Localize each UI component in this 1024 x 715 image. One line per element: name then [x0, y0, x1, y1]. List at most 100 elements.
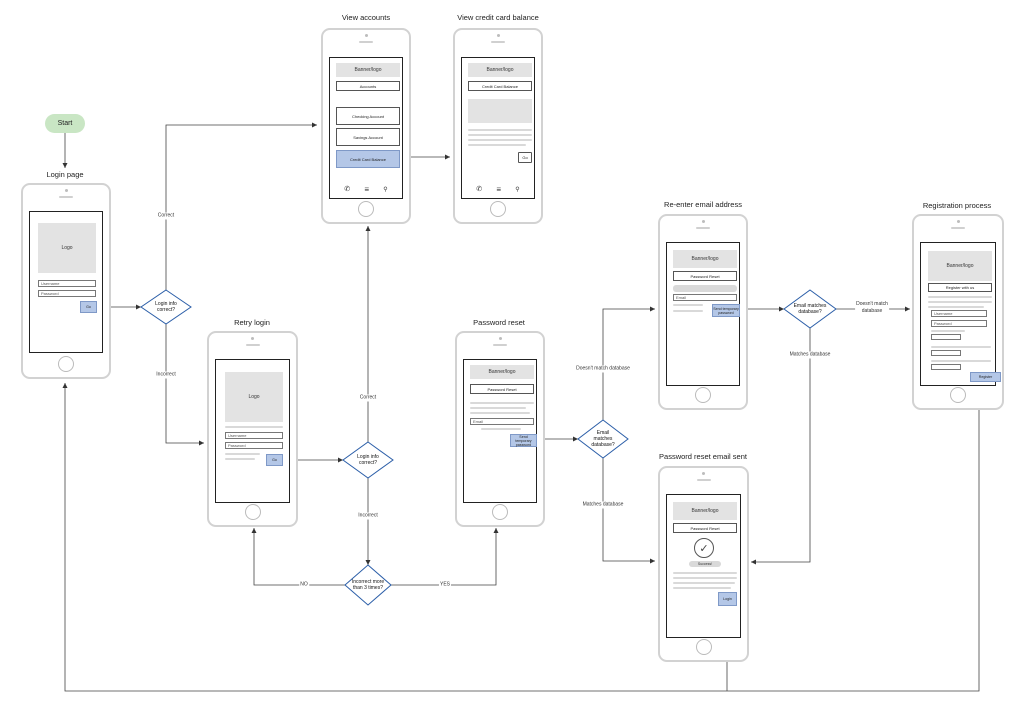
edge-d1-correct	[165, 122, 317, 290]
text-line	[468, 129, 532, 131]
title-reenter-email: Re-enter email address	[664, 200, 742, 209]
text-line	[468, 139, 532, 141]
go-button[interactable]: Go	[80, 301, 97, 313]
pwreset-title: Password Reset	[470, 384, 534, 394]
edge-d4-match	[602, 458, 655, 564]
email-field[interactable]: Email	[673, 294, 737, 301]
location-pin-icon[interactable]: ⚲	[515, 186, 520, 193]
screen-pwsent: Banner/logo Password Reset ✓ Success! Lo…	[666, 494, 741, 638]
text-line	[931, 360, 991, 362]
text-line	[673, 572, 737, 574]
text-line	[673, 582, 735, 584]
label-doesnt-match-1: Doesn't match database	[575, 365, 631, 373]
username-field[interactable]: Username	[38, 280, 96, 287]
label-matches-2: Matches database	[788, 351, 832, 359]
title-registration: Registration process	[922, 201, 992, 210]
banner-logo: Banner/logo	[336, 63, 400, 77]
text-line	[673, 587, 731, 589]
text-line	[470, 412, 530, 414]
credit-card-balance-item[interactable]: Credit Card Balance	[336, 150, 400, 168]
error-message-pill	[673, 285, 737, 292]
text-line	[225, 453, 260, 455]
password-field[interactable]: Password	[931, 320, 987, 327]
go-button[interactable]: Go	[266, 454, 283, 466]
checking-account-item[interactable]: Checking Account	[336, 107, 400, 125]
register-title: Register with us	[928, 283, 992, 292]
phone-pw-reset-sent: Banner/logo Password Reset ✓ Success! Lo…	[658, 466, 749, 662]
extra-field-3[interactable]	[931, 364, 961, 370]
title-password-reset: Password reset	[473, 318, 525, 327]
savings-account-item[interactable]: Savings Account	[336, 128, 400, 146]
screen-accounts: Banner/logo Accounts Checking Account Sa…	[329, 57, 403, 199]
text-line	[673, 310, 703, 312]
screen-login: Logo Username Password Go	[29, 211, 103, 353]
accounts-title: Accounts	[336, 81, 400, 91]
email-field[interactable]: Email	[470, 418, 534, 425]
text-line	[928, 306, 984, 308]
edge-d3-no	[251, 528, 345, 586]
label-yes: YES	[438, 581, 452, 589]
start-node: Start	[45, 114, 85, 133]
edge-d4-nomatch	[602, 306, 655, 420]
pwreset-title: Password Reset	[673, 523, 737, 533]
phone-view-cc: Banner/logo Credit Card Balance Go ✆ ≡ ⚲	[453, 28, 543, 224]
phone-icon[interactable]: ✆	[344, 186, 351, 193]
register-button[interactable]: Register	[970, 372, 1001, 382]
edge-register-login	[62, 380, 980, 692]
password-field[interactable]: Password	[225, 442, 283, 449]
logo-placeholder: Logo	[225, 372, 283, 422]
cc-title: Credit Card Balance	[468, 81, 532, 91]
title-login-page: Login page	[46, 170, 84, 179]
success-badge: Success!	[689, 561, 721, 567]
screen-retry: Logo Username Password Go	[215, 359, 290, 503]
banner-logo: Banner/logo	[673, 502, 737, 520]
title-retry-login: Retry login	[234, 318, 270, 327]
bottom-nav: ✆ ≡ ⚲	[330, 184, 402, 194]
text-line	[481, 428, 521, 430]
decision-d5-shape	[783, 289, 837, 329]
phone-view-accounts: Banner/logo Accounts Checking Account Sa…	[321, 28, 411, 224]
text-line	[673, 304, 703, 306]
decision-d3-shape	[344, 564, 392, 606]
decision-email-matches-2: Email matches database?	[793, 303, 827, 315]
pwreset-title: Password Reset	[673, 271, 737, 281]
checkmark-icon: ✓	[694, 538, 714, 558]
text-line	[225, 458, 255, 460]
banner-logo: Banner/logo	[468, 63, 532, 77]
phone-registration: Banner/logo Register with us Username Pa…	[912, 214, 1004, 410]
banner-logo: Banner/logo	[470, 365, 534, 379]
extra-field-1[interactable]	[931, 334, 961, 340]
go-button[interactable]: Go	[518, 152, 532, 163]
screen-reenter: Banner/logo Password Reset Email Send te…	[666, 242, 740, 386]
username-field[interactable]: Username	[931, 310, 987, 317]
decision-d4-shape	[577, 419, 629, 459]
location-pin-icon[interactable]: ⚲	[383, 186, 388, 193]
cc-chart-placeholder	[468, 99, 532, 123]
phone-icon[interactable]: ✆	[476, 186, 483, 193]
text-line	[468, 134, 532, 136]
banner-logo: Banner/logo	[928, 251, 992, 281]
bottom-nav: ✆ ≡ ⚲	[462, 184, 534, 194]
decision-incorrect-3-times: Incorrect more than 3 times?	[351, 579, 385, 591]
menu-icon[interactable]: ≡	[496, 184, 502, 194]
menu-icon[interactable]: ≡	[364, 184, 370, 194]
label-incorrect-1: Incorrect	[155, 371, 177, 379]
label-incorrect-2: Incorrect	[357, 512, 379, 520]
label-matches-1: Matches database	[581, 501, 625, 509]
send-temp-password-button[interactable]: Send temporary password	[510, 434, 537, 447]
text-line	[470, 407, 526, 409]
title-view-accounts: View accounts	[341, 13, 391, 22]
phone-reenter-email: Banner/logo Password Reset Email Send te…	[658, 214, 748, 410]
label-correct-2: Correct	[358, 394, 378, 402]
phone-login: Logo Username Password Go	[21, 183, 111, 379]
text-line	[931, 330, 965, 332]
send-temp-password-button[interactable]: Send temporary password	[712, 304, 740, 317]
username-field[interactable]: Username	[225, 432, 283, 439]
screen-cc: Banner/logo Credit Card Balance Go ✆ ≡ ⚲	[461, 57, 535, 199]
login-button[interactable]: Login	[718, 592, 737, 606]
password-field[interactable]: Password	[38, 290, 96, 297]
label-doesnt-match-2: Doesn't match database	[855, 301, 889, 315]
extra-field-2[interactable]	[931, 350, 961, 356]
title-pw-reset-sent: Password reset email sent	[659, 452, 747, 461]
